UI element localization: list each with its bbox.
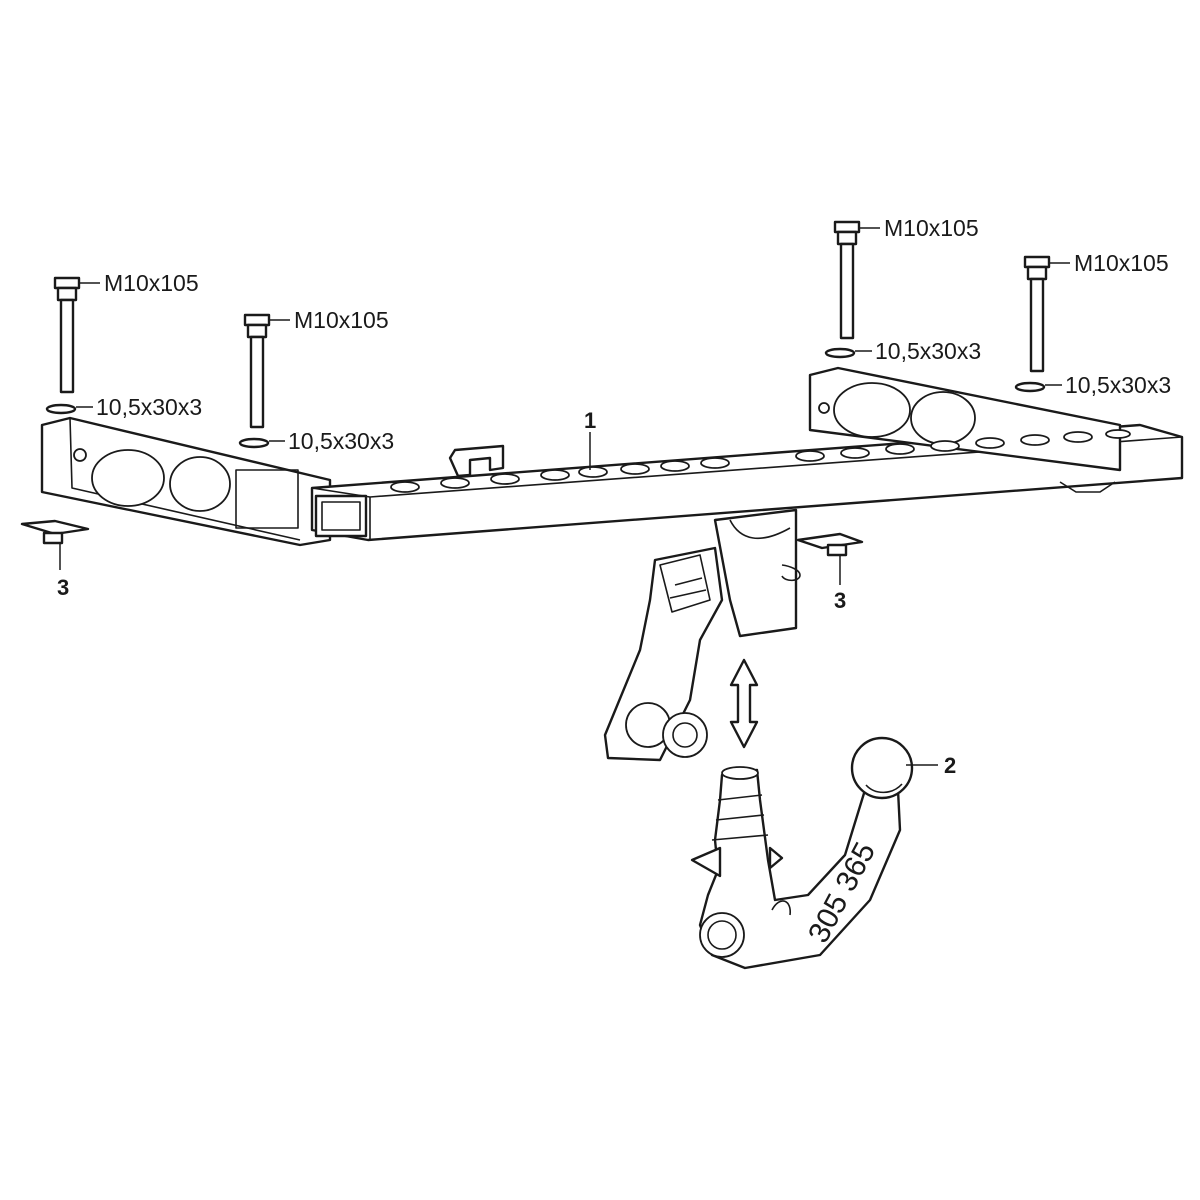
wiring-tab — [448, 444, 505, 478]
part-number-plate-right: 3 — [834, 588, 846, 613]
bolt-left-outer — [45, 276, 81, 415]
bolt-right-inner — [824, 220, 861, 359]
crossbar-assembly — [40, 366, 1184, 762]
part-number-tow-ball: 2 — [944, 753, 956, 778]
part-number-crossbar: 1 — [584, 408, 596, 433]
right-counter-plate — [796, 532, 864, 585]
callout-washer-right-outer: 10,5x30x3 — [1065, 372, 1171, 398]
main-crossbar-beam — [310, 423, 1184, 542]
left-counter-plate — [20, 519, 90, 570]
callout-washer-left-outer: 10,5x30x3 — [96, 394, 202, 420]
bolt-right-outer — [1014, 255, 1051, 393]
left-mounting-bracket — [40, 416, 332, 547]
socket-bracket — [603, 546, 724, 762]
tow-ball-neck: 305 365 — [690, 736, 914, 970]
beam-hole-row — [390, 429, 1131, 493]
bolt-left-inner — [238, 313, 271, 449]
callout-bolt-left-inner: M10x105 — [294, 307, 389, 333]
part-number-plate-left: 3 — [57, 575, 69, 600]
callout-bolt-right-outer: M10x105 — [1074, 250, 1169, 276]
callout-washer-right-inner: 10,5x30x3 — [875, 338, 981, 364]
callout-washer-left-inner: 10,5x30x3 — [288, 428, 394, 454]
receiver-housing — [713, 508, 801, 638]
part-numbers: 1 2 3 3 — [57, 408, 956, 778]
callout-labels: M10x105 M10x105 M10x105 M10x105 10,5x30x… — [96, 215, 1171, 454]
callout-bolt-left-outer: M10x105 — [104, 270, 199, 296]
double-arrow-icon — [729, 658, 759, 749]
leader-lines — [76, 227, 1070, 766]
callout-bolt-right-inner: M10x105 — [884, 215, 979, 241]
